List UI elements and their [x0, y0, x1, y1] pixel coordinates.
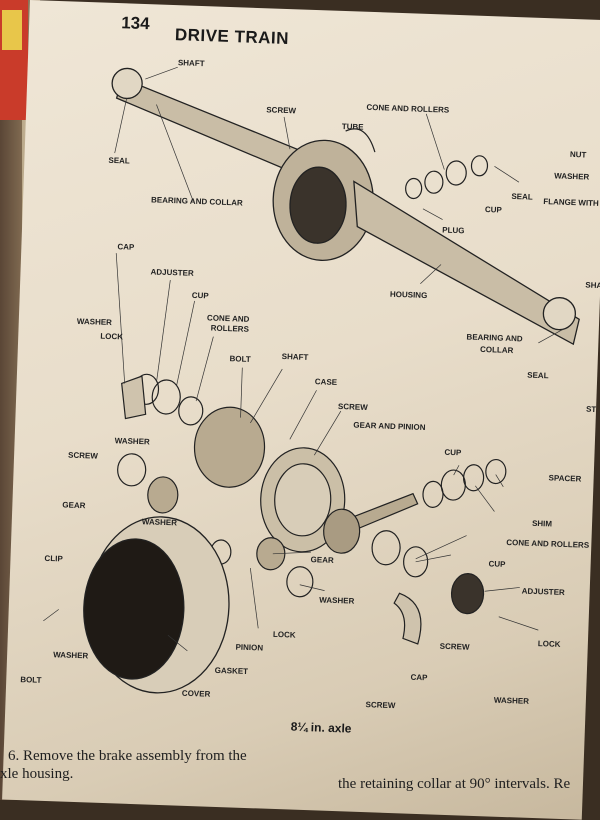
label-seal-right: SEAL: [511, 192, 533, 202]
label-cap-lower: CAP: [410, 673, 428, 683]
magazine-cover-accent: [2, 10, 22, 50]
label-seal-lower-right: SEAL: [527, 371, 549, 381]
label-stud: STUD: [586, 405, 600, 415]
label-bolt-bottom: BOLT: [20, 675, 42, 685]
body-text-right-1: the retaining collar at 90° intervals. R…: [338, 776, 571, 792]
label-screw-top: SCREW: [266, 105, 297, 115]
axle-parts: [117, 128, 507, 645]
label-case: CASE: [315, 377, 338, 387]
label-washer-lower: WASHER: [142, 517, 178, 527]
figure-caption: 8¼ in. axle: [290, 719, 352, 736]
label-cone-and-rollers-left-2: ROLLERS: [211, 324, 250, 334]
label-bolt-mid: BOLT: [229, 354, 251, 364]
label-flange-with-guard: FLANGE WITH GUA: [543, 197, 600, 209]
label-screw-left: SCREW: [68, 451, 99, 461]
label-clip: CLIP: [44, 554, 63, 564]
label-cone-and-rollers-left-1: CONE AND: [207, 313, 250, 323]
axle-housing: [111, 67, 580, 346]
label-adjuster-left: ADJUSTER: [150, 267, 194, 278]
label-washer-top-right: WASHER: [554, 171, 590, 181]
label-cup-lower-right: CUP: [488, 559, 506, 569]
label-gear-and-pinion: GEAR AND PINION: [353, 421, 426, 433]
label-shaft-top: SHAFT: [178, 58, 205, 68]
label-cup-left: CUP: [192, 291, 210, 301]
label-cone-and-rollers-top: CONE AND ROLLERS: [366, 103, 450, 115]
label-cap-left: CAP: [117, 242, 135, 252]
label-bearing-and-collar-left: BEARING AND COLLAR: [151, 195, 243, 207]
leader-lines: [43, 66, 565, 652]
label-lock-lower: LOCK: [273, 630, 296, 640]
part-labels: SHAFT SEAL BEARING AND COLLAR SCREW TUBE…: [20, 58, 600, 710]
label-screw-mid: SCREW: [338, 402, 369, 412]
label-shaft-mid: SHAFT: [282, 352, 309, 362]
label-shim: SHIM: [532, 519, 553, 529]
label-cover: COVER: [182, 689, 211, 699]
label-gasket: GASKET: [215, 666, 249, 676]
label-shaft-right: SHAF: [585, 281, 600, 291]
label-tube: TUBE: [342, 122, 365, 132]
label-nut: NUT: [570, 150, 587, 160]
label-lock-right: LOCK: [538, 639, 561, 649]
label-washer-lower-mid: WASHER: [319, 595, 355, 605]
body-text-left-2: xle housing.: [0, 766, 74, 782]
label-plug: PLUG: [442, 226, 465, 236]
label-cup-mid-right: CUP: [444, 448, 462, 458]
label-cone-and-rollers-right: CONE AND ROLLERS: [506, 538, 590, 550]
label-washer-left: WASHER: [77, 317, 113, 327]
cover-and-gasket: [83, 516, 230, 694]
label-adjuster-right: ADJUSTER: [522, 587, 566, 598]
label-gear-lower: GEAR: [310, 555, 334, 565]
label-housing: HOUSING: [390, 290, 428, 300]
label-pinion: PINION: [235, 643, 263, 653]
label-seal-left: SEAL: [108, 156, 130, 166]
label-washer-bottom-right: WASHER: [494, 696, 530, 706]
body-text-left-1: 6. Remove the brake assembly from the: [8, 748, 247, 764]
label-bearing-and-collar-right-1: BEARING AND: [466, 332, 523, 343]
label-screw-lower-right: SCREW: [440, 642, 471, 652]
label-bearing-and-collar-right-2: COLLAR: [480, 345, 514, 355]
exploded-axle-diagram: SHAFT SEAL BEARING AND COLLAR SCREW TUBE…: [20, 58, 600, 710]
label-screw-bottom: SCREW: [365, 700, 396, 710]
label-lock-left: LOCK: [100, 332, 123, 342]
label-washer-mid-left: WASHER: [115, 436, 151, 446]
label-gear-left: GEAR: [62, 500, 86, 510]
label-spacer: SPACER: [548, 473, 581, 483]
label-washer-bottom-left: WASHER: [53, 650, 89, 660]
label-cup-top: CUP: [485, 205, 503, 215]
